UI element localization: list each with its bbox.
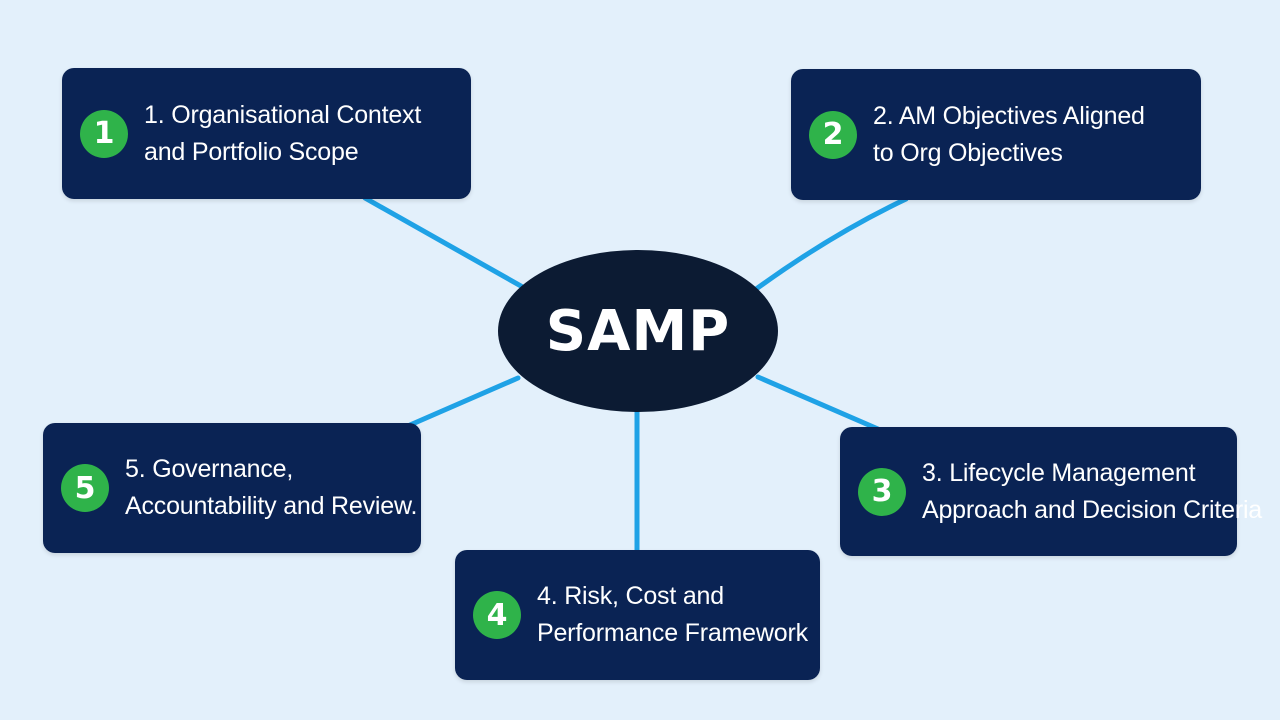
connector-3 <box>755 374 881 432</box>
node-label-1: 1. Organisational Context and Portfolio … <box>144 97 421 171</box>
node-label-1-line-2: and Portfolio Scope <box>144 137 359 166</box>
node-label-2: 2. AM Objectives Aligned to Org Objectiv… <box>873 98 1145 172</box>
node-label-4-line-2: Performance Framework <box>537 619 808 647</box>
node-label-3-line-1: 3. Lifecycle Management <box>922 458 1196 487</box>
node-label-1-line-1: 1. Organisational Context <box>144 100 422 129</box>
connector-5 <box>407 375 521 428</box>
step-badge-3: 3 <box>858 467 906 516</box>
connector-1 <box>362 195 531 293</box>
step-badge-1: 1 <box>80 109 128 158</box>
node-card-4: 4 4. Risk, Cost and Performance Framewor… <box>455 550 820 680</box>
node-card-1: 1 1. Organisational Context and Portfoli… <box>62 68 471 199</box>
connector-2 <box>749 196 909 295</box>
node-label-2-line-1: 2. AM Objectives Aligned <box>873 101 1145 130</box>
step-badge-5: 5 <box>61 464 109 512</box>
node-label-5: 5. Governance, Accountability and Review… <box>125 451 417 525</box>
node-label-2-line-2: to Org Objectives <box>873 138 1063 167</box>
node-label-3: 3. Lifecycle Management Approach and Dec… <box>922 455 1262 529</box>
center-label: SAMP <box>545 298 731 364</box>
node-card-5: 5 5. Governance, Accountability and Revi… <box>43 423 421 553</box>
step-badge-4: 4 <box>473 591 521 639</box>
node-label-4-line-1: 4. Risk, Cost and <box>537 582 724 610</box>
node-label-4: 4. Risk, Cost and Performance Framework <box>537 578 808 652</box>
step-badge-2: 2 <box>809 110 857 159</box>
node-label-5-line-1: 5. Governance, <box>125 455 294 483</box>
node-label-5-line-2: Accountability and Review. <box>125 492 418 520</box>
node-card-2: 2 2. AM Objectives Aligned to Org Object… <box>791 69 1201 200</box>
node-card-3: 3 3. Lifecycle Management Approach and D… <box>840 427 1262 556</box>
node-label-3-line-2: Approach and Decision Criteria <box>922 495 1263 524</box>
center-node: SAMP <box>498 250 778 412</box>
